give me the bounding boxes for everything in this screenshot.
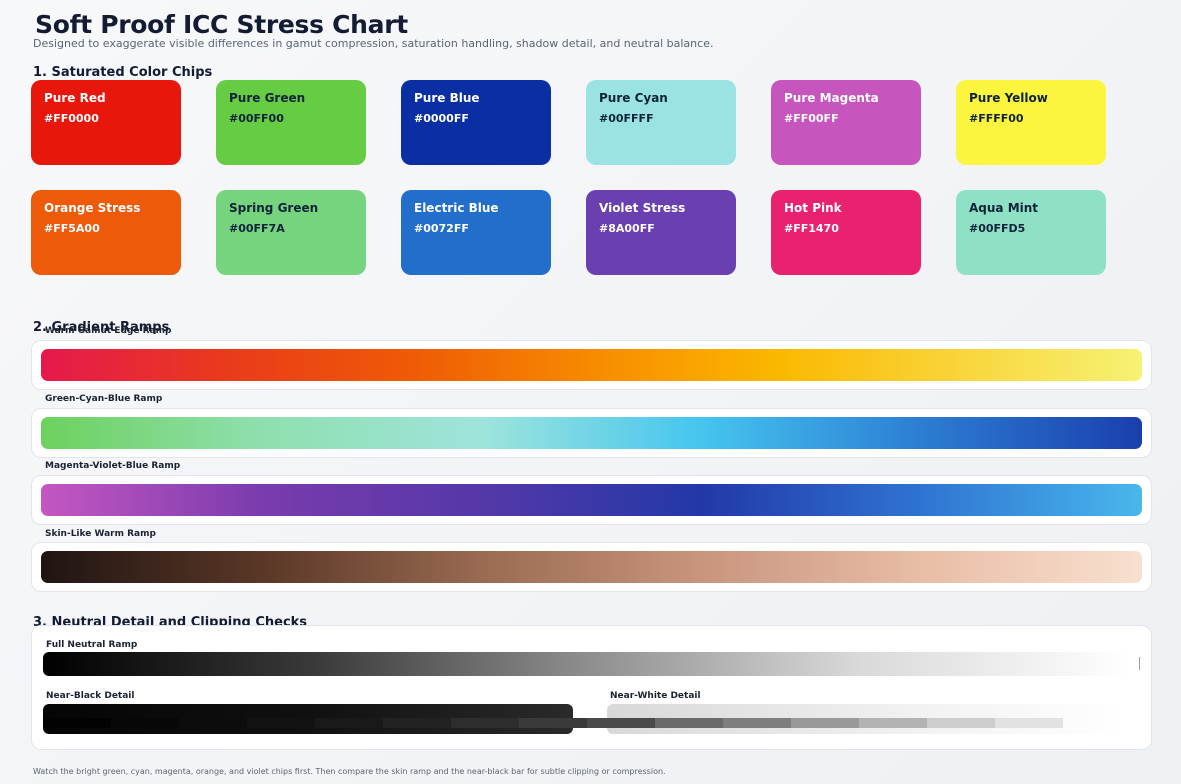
color-chip: Hot Pink #FF1470 bbox=[771, 190, 921, 275]
chip-name: Pure Cyan bbox=[599, 91, 668, 105]
color-chip: Pure Yellow #FFFF00 bbox=[956, 80, 1106, 165]
chip-hex: #00FFD5 bbox=[969, 222, 1026, 235]
chip-name: Orange Stress bbox=[44, 201, 141, 215]
chip-hex: #00FFFF bbox=[599, 112, 654, 125]
ramp-card bbox=[31, 475, 1152, 525]
ramp-card bbox=[31, 340, 1152, 390]
neutral-detail-card: Full Neutral Ramp Near-Black Detail Near… bbox=[31, 625, 1152, 750]
chip-name: Pure Red bbox=[44, 91, 106, 105]
color-chip: Electric Blue #0072FF bbox=[401, 190, 551, 275]
ramp-label: Skin-Like Warm Ramp bbox=[45, 529, 156, 539]
chip-name: Pure Magenta bbox=[784, 91, 879, 105]
section-title-ramps: 2. Gradient Ramps bbox=[33, 320, 170, 335]
chip-hex: #8A00FF bbox=[599, 222, 655, 235]
ramp-card bbox=[31, 408, 1152, 458]
full-neutral-ramp-label: Full Neutral Ramp bbox=[46, 640, 138, 650]
chip-hex: #FFFF00 bbox=[969, 112, 1024, 125]
detail-step-patch bbox=[179, 718, 247, 728]
detail-step-patch bbox=[383, 718, 451, 728]
color-chip: Pure Magenta #FF00FF bbox=[771, 80, 921, 165]
detail-step-patch bbox=[655, 718, 723, 728]
color-chip: Pure Cyan #00FFFF bbox=[586, 80, 736, 165]
ramp-label: Green-Cyan-Blue Ramp bbox=[45, 394, 163, 404]
ramp-label: Magenta-Violet-Blue Ramp bbox=[45, 461, 181, 471]
ramp-card bbox=[31, 542, 1152, 592]
detail-step-patch bbox=[111, 718, 179, 728]
full-neutral-ramp bbox=[43, 652, 1131, 676]
detail-step-patch bbox=[791, 718, 859, 728]
chip-hex: #FF5A00 bbox=[44, 222, 100, 235]
chip-name: Pure Blue bbox=[414, 91, 480, 105]
detail-step-patch bbox=[43, 718, 111, 728]
chip-name: Spring Green bbox=[229, 201, 319, 215]
gradient-ramp-bar bbox=[41, 349, 1142, 381]
detail-step-patch bbox=[451, 718, 519, 728]
detail-step-patch bbox=[723, 718, 791, 728]
chip-name: Violet Stress bbox=[599, 201, 686, 215]
chip-hex: #FF00FF bbox=[784, 112, 839, 125]
near-black-label: Near-Black Detail bbox=[46, 691, 135, 701]
color-chip: Violet Stress #8A00FF bbox=[586, 190, 736, 275]
ramp-label: Warm Gamut Edge Ramp bbox=[45, 326, 172, 336]
page-subtitle: Designed to exaggerate visible differenc… bbox=[33, 37, 714, 50]
detail-step-patch bbox=[927, 718, 995, 728]
chip-hex: #00FF7A bbox=[229, 222, 285, 235]
gradient-ramp-bar bbox=[41, 551, 1142, 583]
chip-name: Hot Pink bbox=[784, 201, 842, 215]
detail-step-patch bbox=[519, 718, 587, 728]
color-chip: Pure Green #00FF00 bbox=[216, 80, 366, 165]
color-chip: Spring Green #00FF7A bbox=[216, 190, 366, 275]
detail-step-patch bbox=[587, 718, 655, 728]
chip-hex: #FF1470 bbox=[784, 222, 839, 235]
gradient-ramp-bar bbox=[41, 417, 1142, 449]
color-chip: Orange Stress #FF5A00 bbox=[31, 190, 181, 275]
chip-name: Pure Yellow bbox=[969, 91, 1048, 105]
near-white-label: Near-White Detail bbox=[610, 691, 701, 701]
footer-note: Watch the bright green, cyan, magenta, o… bbox=[33, 767, 666, 776]
gradient-ramp-bar bbox=[41, 484, 1142, 516]
detail-step-patch bbox=[859, 718, 927, 728]
chip-hex: #00FF00 bbox=[229, 112, 284, 125]
chip-hex: #0072FF bbox=[414, 222, 469, 235]
detail-step-patch bbox=[995, 718, 1063, 728]
chip-name: Aqua Mint bbox=[969, 201, 1039, 215]
color-chip: Pure Red #FF0000 bbox=[31, 80, 181, 165]
page-title: Soft Proof ICC Stress Chart bbox=[35, 10, 408, 39]
color-chip: Aqua Mint #00FFD5 bbox=[956, 190, 1106, 275]
chip-hex: #FF0000 bbox=[44, 112, 99, 125]
ramp-end-marker bbox=[1139, 657, 1140, 670]
detail-step-patch bbox=[315, 718, 383, 728]
detail-step-patch bbox=[247, 718, 315, 728]
color-chip: Pure Blue #0000FF bbox=[401, 80, 551, 165]
chip-name: Electric Blue bbox=[414, 201, 499, 215]
chip-hex: #0000FF bbox=[414, 112, 469, 125]
chip-name: Pure Green bbox=[229, 91, 306, 105]
section-title-chips: 1. Saturated Color Chips bbox=[33, 65, 213, 80]
